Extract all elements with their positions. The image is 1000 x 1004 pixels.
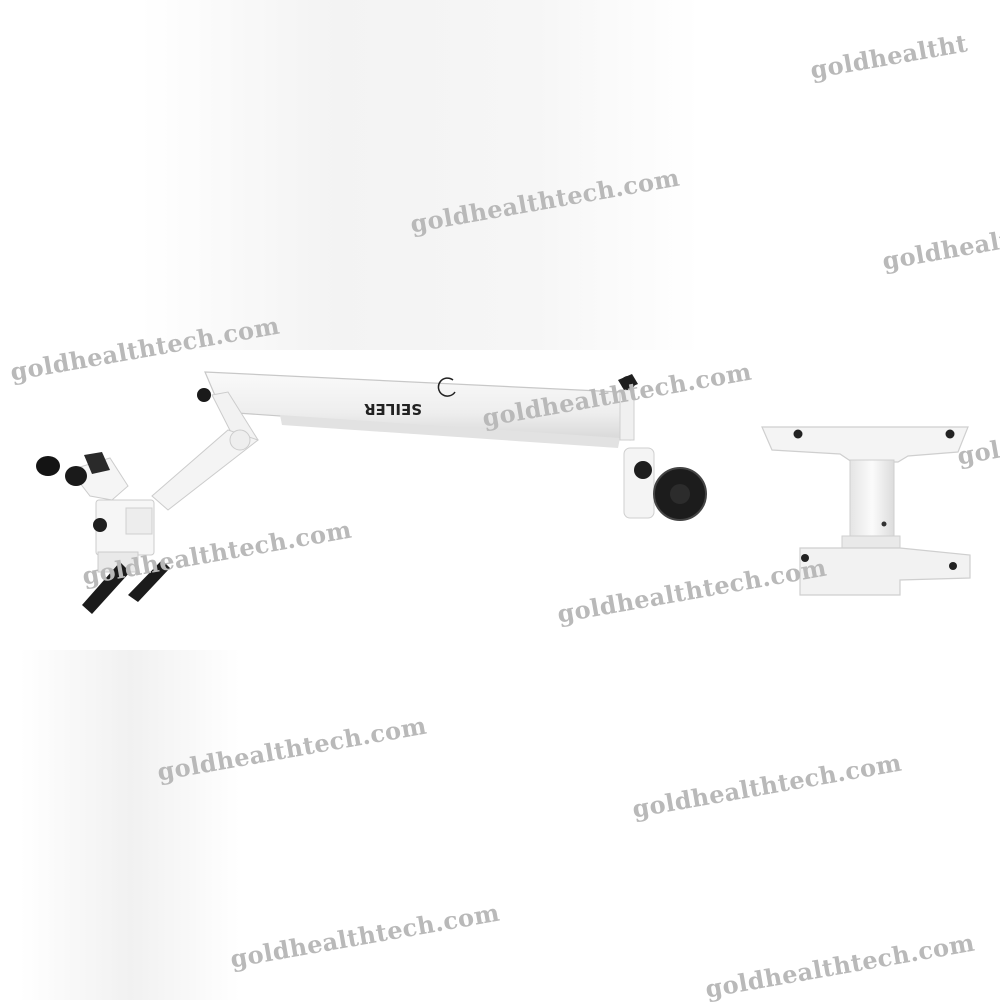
arm-joint	[618, 374, 707, 521]
ceiling-mount	[761, 426, 971, 596]
background-sheen-lower	[20, 650, 240, 1000]
brand-logo: SEILER	[364, 400, 422, 418]
microscope-head	[36, 452, 170, 614]
sub-arm	[151, 391, 260, 511]
support-arm: SEILER	[197, 371, 631, 448]
background-sheen	[140, 0, 700, 350]
